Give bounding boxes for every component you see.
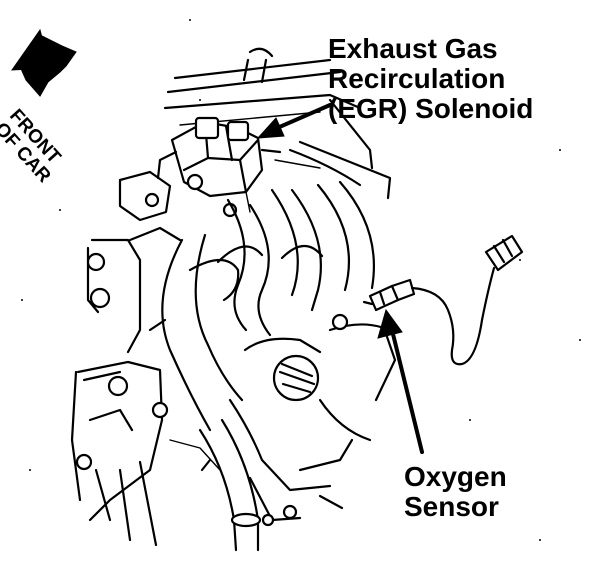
egr-label-line-3: (EGR) Solenoid: [328, 93, 534, 125]
downpipe: [198, 418, 262, 552]
oxygen-sensor-label: Oxygen Sensor: [404, 461, 507, 523]
front-arrow-icon: [11, 28, 77, 97]
oxygen-sensor-pointer-arrow-icon: [377, 308, 424, 454]
intake-runners: [161, 180, 376, 432]
egr-solenoid: [156, 116, 282, 218]
egr-pointer-arrow-icon: [256, 103, 332, 139]
egr-label-line-1: Exhaust Gas: [328, 33, 498, 64]
oxygen-sensor-label-line-1: Oxygen: [404, 461, 507, 492]
intake-plenum: [163, 47, 392, 200]
paper-speckles: [21, 19, 581, 541]
oxygen-sensor-label-line-2: Sensor: [404, 491, 499, 523]
exhaust-manifold: [228, 313, 397, 527]
egr-label-line-2: Recirculation: [328, 63, 506, 95]
oxygen-sensor: [362, 234, 524, 366]
egr-solenoid-label: Exhaust Gas Recirculation (EGR) Solenoid: [328, 33, 534, 125]
engine-block: [70, 170, 221, 547]
